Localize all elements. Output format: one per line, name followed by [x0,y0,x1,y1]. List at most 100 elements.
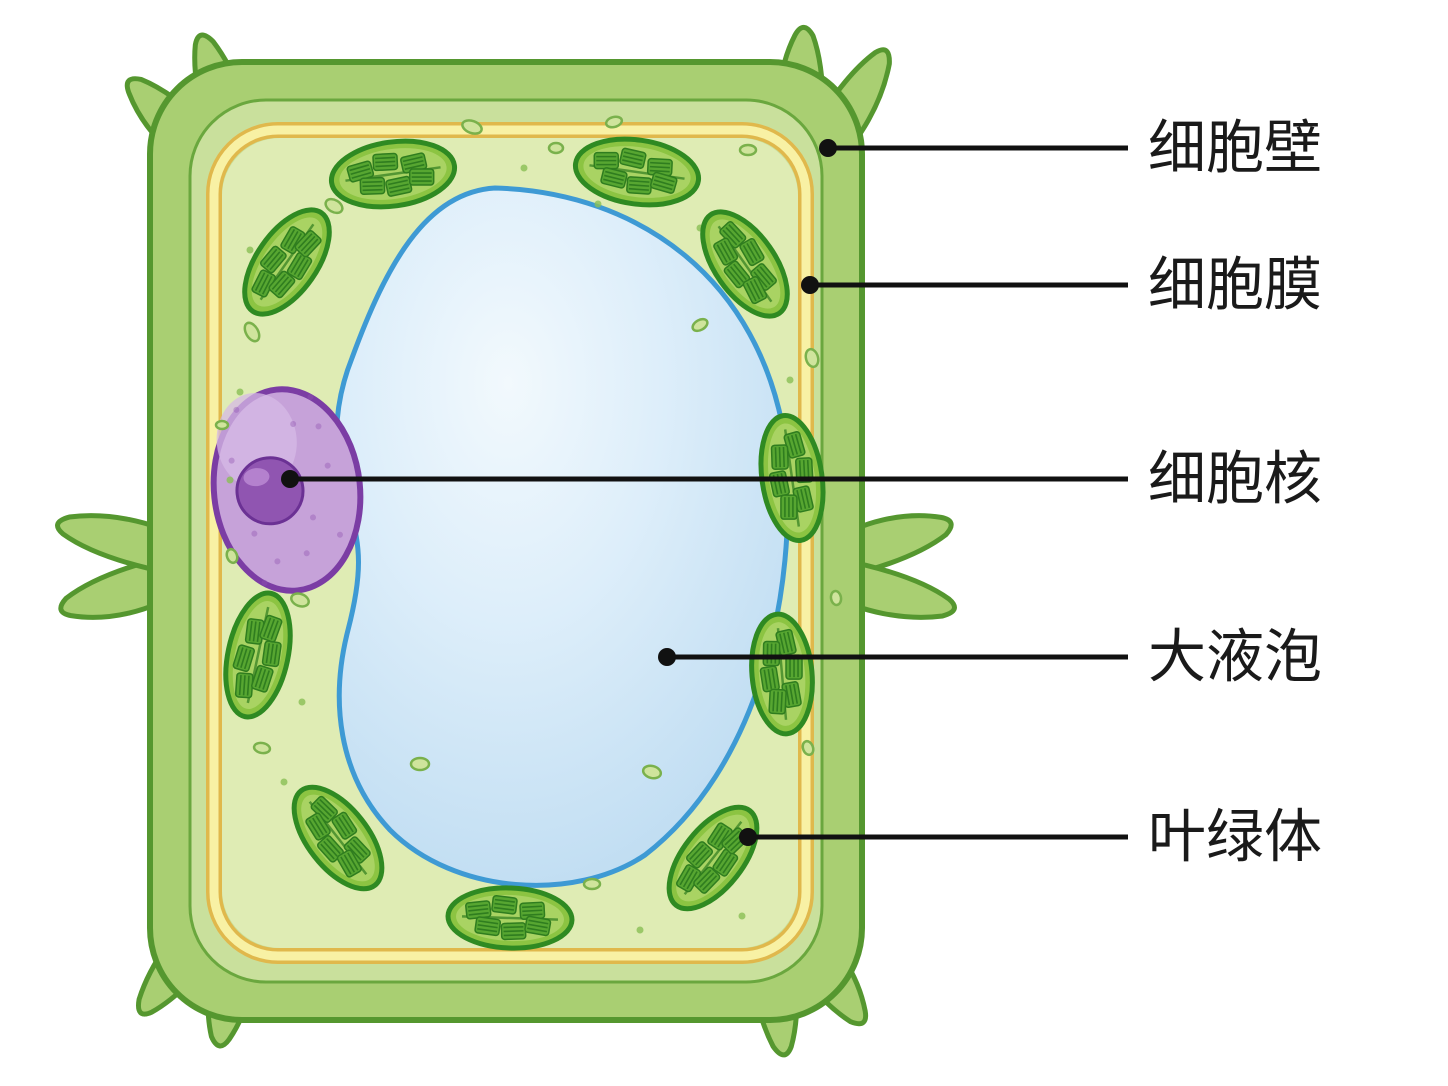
granum-stack [316,835,344,863]
granum-stack [408,168,435,186]
granum-stack [712,848,739,877]
cytoplasm-speckle [226,476,234,484]
granum-stack [500,922,527,941]
vesicle [801,739,815,757]
cytoplasm-speckle [246,246,254,254]
granum-stack [770,444,789,471]
cytoplasm-speckle [786,376,794,384]
nucleus-speckles [228,394,343,586]
granum-stack [372,152,399,172]
granum-stack [626,176,653,195]
granum-stack [465,900,492,920]
vesicle [804,347,820,369]
label-vacuole: 大液泡 [1148,625,1322,690]
granum-stack [400,152,428,174]
granum-stack [600,167,628,189]
cell-membrane [206,122,814,964]
vesicle [290,592,310,608]
nucleus-speckle [307,394,314,401]
granum-stack [524,915,552,937]
leader-dot-cell-wall [819,139,837,157]
vesicle [461,119,483,135]
label-nucleus: 细胞核 [1148,447,1322,512]
chloroplast [223,590,293,720]
granum-stack [723,260,751,289]
vesicle [738,143,758,157]
vesicle [829,589,843,607]
granum-stack [268,270,296,299]
granum-stack [593,151,620,170]
granum-stack [693,866,721,894]
granum-stack [359,176,386,196]
chloroplast [572,136,702,208]
granum-stack [619,147,647,169]
granum-stack [759,665,780,693]
vesicle [582,877,602,891]
nucleus-speckle [310,514,317,521]
vesicle [243,321,261,343]
vesicle [641,764,663,780]
chloroplast [328,138,458,210]
nucleus-speckle [303,550,310,557]
granum-stack [713,237,739,266]
granum-stack [234,672,254,699]
vesicle [409,756,431,772]
leader-dot-cell-membrane [801,276,819,294]
nucleus [210,386,364,594]
chloroplast [700,209,790,319]
vesicle [547,141,565,155]
granum-stack [244,618,265,645]
cytoplasm-speckle [280,778,288,786]
granum-stack [491,894,518,915]
nucleus-speckle [233,406,240,413]
cytoplasm-speckle [738,912,746,920]
chloroplast [445,885,575,951]
granum-stack [519,901,546,920]
nucleus-speckle [315,423,322,430]
nucleus-speckle [324,462,331,469]
nucleus-speckle [274,558,281,565]
nucleus-speckle [290,420,297,427]
granum-stack [305,812,331,841]
granum-stack [649,171,678,194]
granum-stack [259,614,283,643]
granum-stack [768,688,787,715]
nucleus-speckle [251,530,258,537]
chloroplast [749,611,815,737]
cytoplasm-speckle [236,388,244,396]
granum-stack [232,644,255,673]
nucleus-speckle [228,457,235,464]
granum-stack [294,229,322,258]
granum-stack [259,245,287,274]
granum-stack [331,811,358,840]
leader-dot-chloroplast [739,828,757,846]
leader-dot-vacuole [658,648,676,666]
granum-stack [336,849,362,878]
label-cell-membrane: 细胞膜 [1148,253,1322,318]
vesicle [252,741,272,755]
vesicle [604,115,624,129]
cytoplasm-speckle [594,200,602,208]
chloroplast [666,804,760,912]
granum-stack [251,664,274,693]
cytoplasm-speckle [520,164,528,172]
vesicle [691,317,709,333]
cytoplasm-speckle [298,698,306,706]
granum-stack [685,841,714,869]
nucleus-speckle [261,579,268,586]
label-cell-wall: 细胞壁 [1148,116,1322,181]
chloroplast [291,784,385,892]
granum-stack [762,640,781,667]
nucleolus-highlight [243,468,270,487]
vesicle [225,547,239,565]
granum-stack [280,226,306,255]
chloroplasts [223,136,826,951]
chloroplast [242,207,332,317]
granum-stack [739,237,765,267]
cytoplasm-speckle [636,926,644,934]
granum-stack [780,494,798,520]
vesicles [214,115,843,942]
